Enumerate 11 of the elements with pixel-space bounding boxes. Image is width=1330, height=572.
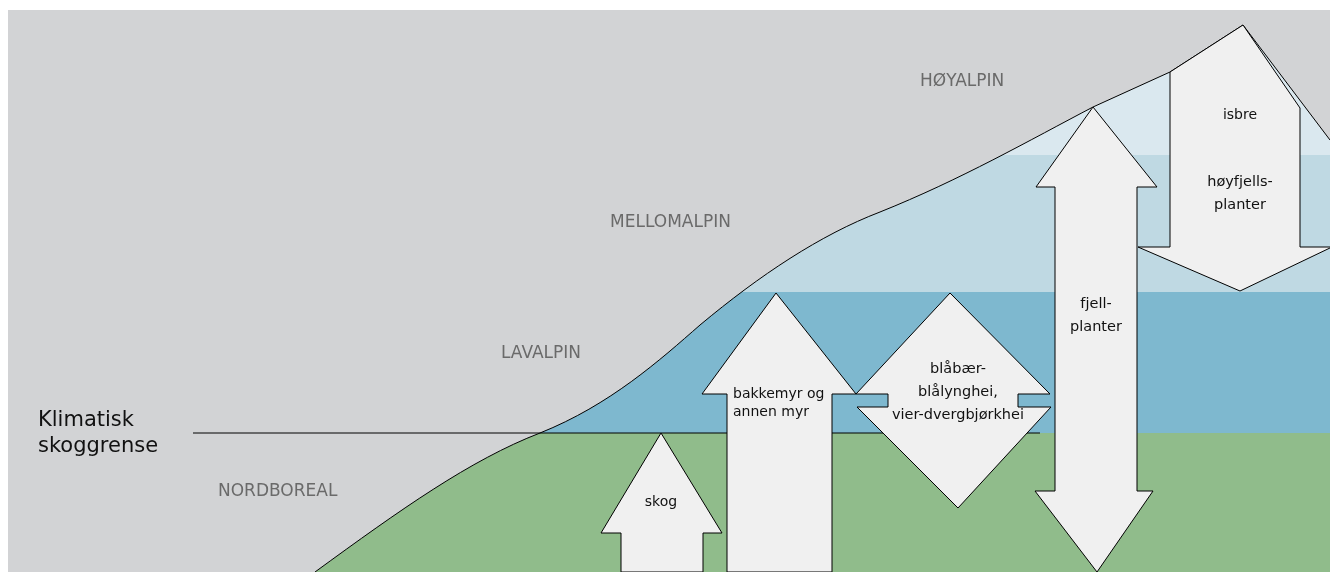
arrow-label: høyfjells- planter <box>1206 172 1274 214</box>
zone-label: LAVALPIN <box>501 342 582 362</box>
arrow-label: skog <box>643 492 679 510</box>
zone-label: HØYALPIN <box>920 70 1005 90</box>
arrow-label: blåbær- blålynghei, vier-dvergbjørkhei <box>891 359 1025 424</box>
zone-label: MELLOMALPIN <box>610 211 731 231</box>
treeline-label: Klimatisk skoggrense <box>38 406 160 458</box>
arrow-label: isbre <box>1221 105 1259 123</box>
arrow-label: fjell- planter <box>1069 294 1123 336</box>
arrow-label: bakkemyr og annen myr <box>733 384 826 420</box>
zone-label: NORDBOREAL <box>218 480 338 500</box>
